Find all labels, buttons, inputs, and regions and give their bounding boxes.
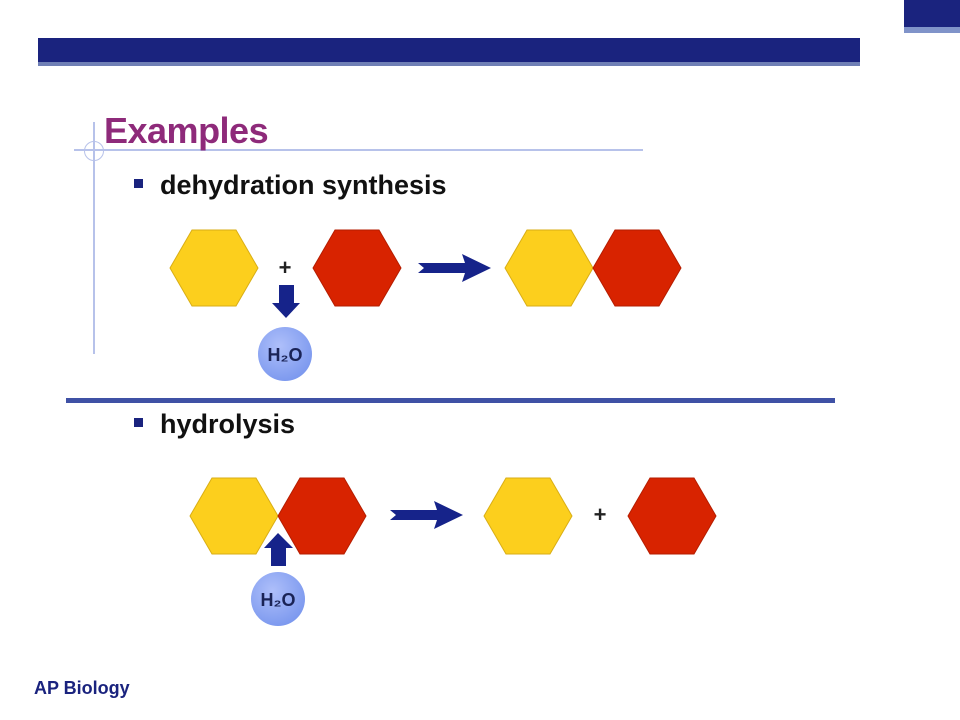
monomer-red-hexagon [312, 229, 402, 307]
water-label: H₂O [268, 345, 303, 365]
product-red-hexagon [627, 477, 717, 555]
crosshair-ornament [84, 141, 104, 161]
polymer-yellow-hexagon [189, 477, 279, 555]
right-arrow-icon [390, 501, 463, 529]
up-arrow-icon [264, 533, 293, 566]
slide-title: Examples [104, 110, 269, 151]
bullet-dehydration-synthesis: dehydration synthesis [134, 170, 447, 201]
section-heading: hydrolysis [160, 409, 296, 439]
water-molecule-circle [258, 327, 312, 381]
monomer-yellow-hexagon [169, 229, 259, 307]
polymer-red-hexagon [277, 477, 367, 555]
product-yellow-hexagon [483, 477, 573, 555]
footer-label: AP Biology [34, 678, 130, 698]
section-heading: dehydration synthesis [160, 170, 447, 200]
water-molecule-circle [251, 572, 305, 626]
title-guide-horizontal-line [74, 149, 643, 151]
section-divider [66, 398, 835, 403]
plus-sign: + [594, 502, 607, 527]
bullet-hydrolysis: hydrolysis [134, 409, 296, 440]
water-label: H₂O [261, 590, 296, 610]
title-guide-vertical-line [93, 122, 95, 354]
dimer-yellow-hexagon [504, 229, 594, 307]
bullet-icon [134, 179, 143, 188]
dimer-red-hexagon [592, 229, 682, 307]
corner-tab [904, 0, 960, 33]
plus-sign: + [279, 255, 292, 280]
top-banner [38, 38, 860, 66]
bullet-icon [134, 418, 143, 427]
right-arrow-icon [418, 254, 491, 282]
down-arrow-icon [272, 285, 300, 318]
